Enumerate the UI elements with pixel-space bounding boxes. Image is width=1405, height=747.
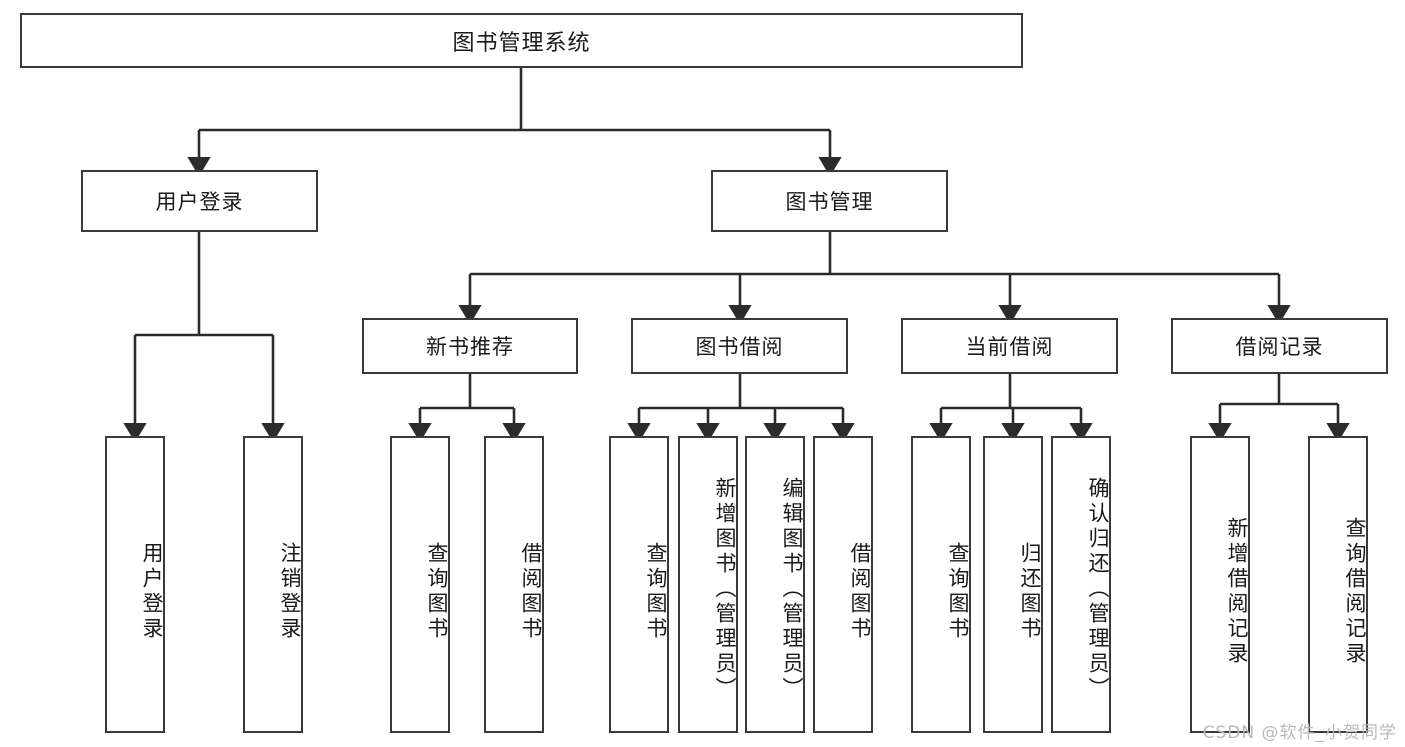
- node-leaf-borrow-book-2[interactable]: 借阅图书: [813, 436, 873, 733]
- node-leaf-return-book[interactable]: 归还图书: [983, 436, 1043, 733]
- node-leaf-query-book-1[interactable]: 查询图书: [390, 436, 450, 733]
- node-leaf-edit-book[interactable]: 编辑图书（管理员）: [745, 436, 805, 733]
- watermark: CSDN @软件_小贺同学: [1202, 723, 1397, 743]
- node-leaf-add-book[interactable]: 新增图书（管理员）: [678, 436, 738, 733]
- node-leaf-query-record[interactable]: 查询借阅记录: [1308, 436, 1368, 733]
- node-leaf-add-record[interactable]: 新增借阅记录: [1190, 436, 1250, 733]
- node-leaf-logout[interactable]: 注销登录: [243, 436, 303, 733]
- node-book-borrow[interactable]: 图书借阅: [631, 318, 848, 374]
- node-new-book-rec[interactable]: 新书推荐: [362, 318, 578, 374]
- node-user-login[interactable]: 用户登录: [81, 170, 318, 232]
- node-leaf-query-book-3[interactable]: 查询图书: [911, 436, 971, 733]
- node-leaf-query-book-2[interactable]: 查询图书: [609, 436, 669, 733]
- node-leaf-confirm-return[interactable]: 确认归还（管理员）: [1051, 436, 1111, 733]
- node-root[interactable]: 图书管理系统: [20, 13, 1023, 68]
- node-book-manage[interactable]: 图书管理: [711, 170, 948, 232]
- node-leaf-user-login[interactable]: 用户登录: [105, 436, 165, 733]
- node-borrow-record[interactable]: 借阅记录: [1171, 318, 1388, 374]
- node-current-borrow[interactable]: 当前借阅: [901, 318, 1118, 374]
- node-leaf-borrow-book-1[interactable]: 借阅图书: [484, 436, 544, 733]
